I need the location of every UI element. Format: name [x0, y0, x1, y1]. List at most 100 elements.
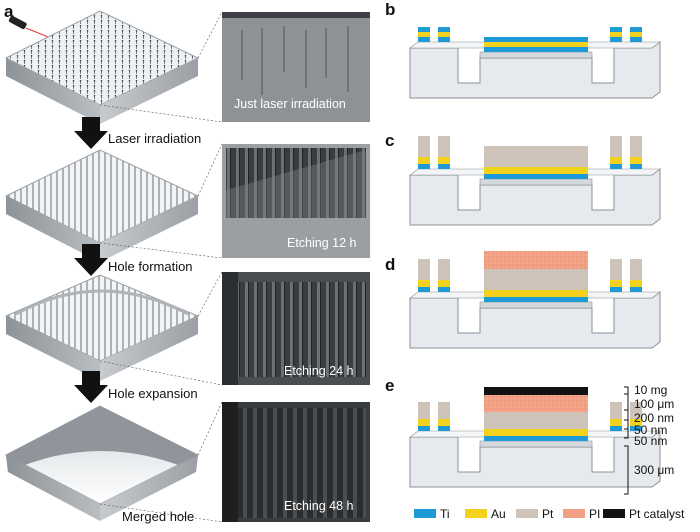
pad-layer-pt — [418, 273, 430, 280]
pad-layer-pt — [418, 412, 430, 419]
pad-layer-pt — [438, 273, 450, 280]
sem-caption-3: Etching 24 h — [284, 364, 354, 378]
legend-swatch-ti — [414, 509, 436, 518]
pad-layer-au — [418, 280, 430, 287]
pad-layer-ti — [438, 164, 450, 169]
pad-layer-ti — [438, 37, 450, 42]
dim-substrate: 300 μm — [634, 463, 674, 477]
zoom-line — [197, 401, 223, 456]
zoom-line — [99, 104, 223, 123]
panel-label-d: d — [385, 255, 395, 274]
zoom-line — [197, 11, 223, 59]
panel-label-c: c — [385, 131, 394, 150]
dim-pt: 200 nm — [634, 411, 674, 425]
pad-layer-ti — [610, 164, 622, 169]
process-arrow-1 — [74, 117, 108, 149]
layer-pt — [484, 412, 588, 422]
sem-caption-2: Etching 12 h — [287, 236, 357, 250]
process-arrow-2 — [74, 244, 108, 276]
pad-layer-au — [630, 32, 642, 37]
pad-layer-pt — [418, 259, 430, 273]
pad-layer-ti — [438, 287, 450, 292]
pad-layer-pt — [438, 412, 450, 419]
cross-section-d — [409, 251, 661, 349]
layer-pt — [484, 269, 588, 283]
pad-layer-ti — [418, 426, 430, 431]
pad-layer-au — [630, 280, 642, 287]
legend-label-ti: Ti — [440, 507, 450, 521]
layer-au — [484, 290, 588, 297]
layer-pt — [484, 146, 588, 160]
pad-layer-pt — [438, 259, 450, 273]
step-label-hole-expansion: Hole expansion — [108, 386, 198, 401]
zoom-line — [99, 360, 223, 386]
pad-layer-au — [418, 32, 430, 37]
pad-layer-au — [610, 157, 622, 164]
pad-layer-au — [438, 419, 450, 426]
pad-layer-pt — [418, 402, 430, 412]
pad-layer-ti — [418, 287, 430, 292]
substrate-block-3 — [4, 274, 200, 381]
sem-image-4: Etching 48 h — [222, 402, 370, 522]
cross-section-c — [409, 136, 661, 226]
cross-section-b — [409, 27, 661, 99]
pad-layer-ti — [610, 287, 622, 292]
pad-layer-pt — [630, 259, 642, 273]
pad-layer-au — [418, 419, 430, 426]
sem-image-1: Just laser irradiation — [222, 12, 370, 122]
zoom-line — [197, 271, 223, 317]
layer-ti — [484, 174, 588, 179]
substrate-block-1 — [4, 10, 200, 124]
layer-pt — [484, 283, 588, 290]
membrane — [479, 178, 593, 186]
pad-layer-pt — [418, 150, 430, 157]
substrate — [409, 41, 661, 99]
pad-layer-ti — [630, 164, 642, 169]
sem-image-2: Etching 12 h — [222, 144, 370, 258]
legend-label-pt-catalyst: Pt catalyst — [629, 507, 685, 521]
step-label-hole-formation: Hole formation — [108, 259, 193, 274]
pad-layer-pt — [438, 402, 450, 412]
legend-swatch-pi — [563, 509, 585, 518]
legend-label-pt: Pt — [542, 507, 554, 521]
dim-pi: 100 μm — [634, 397, 674, 411]
membrane — [479, 440, 593, 448]
pad-layer-pt — [610, 259, 622, 273]
pad-layer-pt — [610, 150, 622, 157]
dimension-bracket — [624, 386, 629, 495]
pad-layer-pt — [610, 412, 622, 419]
pad-layer-pt — [630, 150, 642, 157]
legend: Ti Au Pt PI Pt catalyst — [414, 507, 685, 521]
layer-pi — [484, 395, 588, 412]
cross-section-e — [409, 387, 661, 488]
pad-layer-au — [610, 419, 622, 426]
pad-layer-pt — [418, 136, 430, 150]
pad-layer-au — [418, 157, 430, 164]
dim-ti: 50 nm — [634, 434, 667, 448]
pad-layer-ti — [418, 27, 430, 32]
substrate — [409, 430, 661, 488]
pad-layer-ti — [630, 426, 642, 431]
step-label-laser-irradiation: Laser irradiation — [108, 131, 201, 146]
pad-layer-ti — [438, 27, 450, 32]
layer-au — [484, 429, 588, 436]
pad-layer-pt — [630, 402, 642, 412]
pad-layer-ti — [610, 27, 622, 32]
layer-ti — [484, 297, 588, 302]
membrane — [479, 51, 593, 59]
panel-label-b: b — [385, 0, 395, 19]
zoom-line — [99, 242, 223, 259]
pad-layer-pt — [630, 136, 642, 150]
pad-layer-au — [438, 157, 450, 164]
legend-swatch-pt — [516, 509, 538, 518]
process-arrow-3 — [74, 371, 108, 403]
pad-layer-au — [610, 280, 622, 287]
substrate — [409, 291, 661, 349]
pad-layer-ti — [610, 37, 622, 42]
legend-swatch-au — [465, 509, 487, 518]
sem-caption-4: Etching 48 h — [284, 499, 354, 513]
substrate-block-4 — [4, 405, 200, 521]
layer-pt — [484, 160, 588, 167]
pad-layer-ti — [438, 426, 450, 431]
